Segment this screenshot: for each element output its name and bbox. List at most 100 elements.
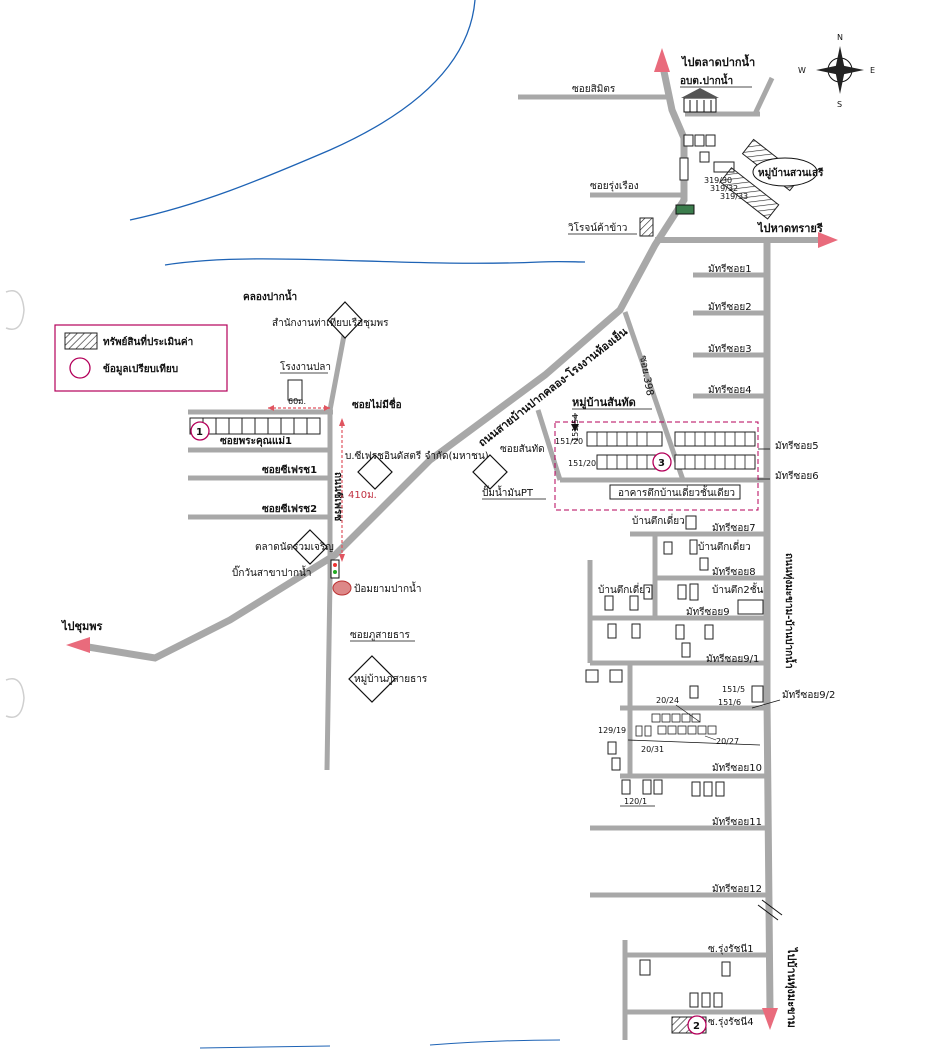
asset-1-buildings: 1 [189,417,321,441]
mattri-soi-label: มัทรีซอย4 [708,384,752,396]
obt-office: อบต.ปากน้ำ [680,73,752,113]
road-network [81,61,820,1040]
mattri-soi-label: มัทรีซอย12 [712,883,762,895]
plot-label: 120/1 [624,797,647,806]
mattri-soi-label: มัทรีซอย10 [712,762,762,774]
comparable-marker-1 [190,421,210,441]
plot-label: 319/33 [720,192,748,201]
sifresh-road-label: ถนนซีเฟรซ [332,472,344,521]
plot-label: 20/24 [656,696,679,705]
port-office: สำนักงานท่าเทียบเรือชุมพร [272,301,389,339]
dest-west-label: ไปชุมพร [60,619,102,634]
santhat-village: หมู่บ้านสันทัด 151/20 151/54 151/20 3 อา… [554,396,759,511]
compass-e: E [870,66,875,75]
soi-sifresh1-label: ซอยซีเฟรช1 [262,464,317,476]
mattri-soi-label: มัทรีซอย5 [775,440,819,452]
compass-rose: N S E W [798,33,875,109]
mattri-soi-label: มัทรีซอย2 [708,301,752,313]
legend-comparable-label: ข้อมูลเปรียบเทียบ [103,363,178,376]
plot-label: 151/20 [568,459,596,468]
suansoe-area: หมู่บ้านสวนเสรี 319/30 319/32 319/33 [675,134,824,220]
east-road-label: ถนนทุ่งมะขาม-บ้านปากน้ำ [783,553,797,669]
bigc-label: บิ๊กวันสาขาปากน้ำ [232,565,312,579]
soi-mai-mi-chue-label: ซอยไม่มีชื่อ [352,397,402,411]
market-label: ตลาดนัดรวมเจริญ [255,542,334,553]
dest-east-label: ไปหาดทรายรี [756,221,823,235]
plot-label: 129/19 [598,726,626,735]
canal-lines [129,0,586,1049]
single-house-label: บ้านตึกเดี่ยว [632,513,685,527]
soi-rungrueang-label: ซอยรุ่งเรือง [590,180,639,192]
mattri-soi-label: มัทรีซอย9/1 [706,653,759,665]
dest-south-label: ไปบ้านทุ่งมะขาม [784,946,799,1028]
pt-station: ปั๊มน้ำมันPT [472,454,546,500]
sifresh-company: บ.ซีเฟรชอินดัสตรี จำกัด(มหาชน) [345,450,489,490]
soi-santhat-label: ซอยสันทัด [500,444,545,455]
asset-2-buildings: 2 [671,1015,707,1035]
legend-asset-label: ทรัพย์สินที่ประเมินค่า [103,334,193,348]
mattri-soi-label: มัทรีซอย6 [775,470,819,482]
legend: ทรัพย์สินที่ประเมินค่า ข้อมูลเปรียบเทียบ [54,324,228,392]
marker-3-label: 3 [658,458,665,469]
plot-label: 151/20 [555,437,583,446]
obt-label: อบต.ปากน้ำ [680,73,733,87]
suansoe-label: หมู่บ้านสวนเสรี [758,167,824,180]
mattri-soi-label: มัทรีซอย11 [712,816,762,828]
plot-label: 151/6 [718,698,741,707]
pt-station-label: ปั๊มน้ำมันPT [482,485,534,499]
virot-label: วิโรจน์ค้าข้าว [568,221,628,234]
dest-north-label: ไปตลาดปากน้ำ [680,54,755,69]
soi-phusaithan-label: ซอยภูสายธาร [350,630,411,641]
compass-s: S [837,100,842,109]
soi-rungrat1-label: ซ.รุ่งรัชนี1 [708,943,754,955]
police-label: ป้อมยามปากน้ำ [354,581,421,595]
comparable-marker-3 [652,452,672,472]
phusaithan-label: หมู่บ้านภูสายธาร [354,673,428,685]
santhat-village-label: หมู่บ้านสันทัด [572,396,636,410]
sifresh-company-label: บ.ซีเฟรชอินดัสตรี จำกัด(มหาชน) [345,450,489,462]
soi398-label: ซอย.398 [637,355,655,397]
marker-1-label: 1 [196,427,203,438]
mattri-soi-label: มัทรีซอย9 [686,606,730,618]
diagonal-road-label: ถนนสายบ้านปากคลอง-โรงงานห้องเย็น [475,324,630,449]
canal-label: คลองปากน้ำ [243,289,297,303]
mattri-soi-label: มัทรีซอย1 [708,263,752,275]
fish-factory-label: โรงงานปลา [280,360,331,373]
distance-markers: 60ม. 410ม. [268,397,377,562]
soi-samit-label: ซอยสิมิตร [572,84,616,95]
legend-asset-swatch [64,332,98,350]
destination-arrows [66,48,838,1030]
mattri-soi-label: มัทรีซอย8 [712,566,756,578]
plot-label: 319/32 [710,184,738,193]
soi-rungrat4-label: ซ.รุ่งรัชนี4 [708,1016,754,1028]
legend-comparable-swatch [69,357,91,379]
two-storey-label: บ้านตึก2ชั้น [712,582,763,596]
shop-sign [675,204,695,215]
bridge-mark [757,899,783,921]
distance-60-label: 60ม. [288,397,306,406]
plot-label: 20/27 [716,737,739,746]
single-house-label: บ้านตึกเดี่ยว [698,539,751,553]
plot-label: 151/5 [722,685,745,694]
mattri-buildings: บ้านตึกเดี่ยว บ้านตึกเดี่ยว บ้านตึกเดี่ย… [585,513,764,1008]
phusaithan-village: หมู่บ้านภูสายธาร [348,655,428,703]
virot-rice-shop: วิโรจน์ค้าข้าว [568,217,654,237]
mattri-soi-label: มัทรีซอย7 [712,522,756,534]
binder-holes [5,290,25,718]
compass-n: N [837,33,843,42]
compass-w: W [798,66,806,75]
distance-410-label: 410ม. [348,490,377,501]
marker-2-label: 2 [693,1021,700,1032]
mattri-soi-labels: มัทรีซอย1 มัทรีซอย2 มัทรีซอย3 มัทรีซอย4 … [686,263,835,895]
plot-label: 20/31 [641,745,664,754]
single-house-label: บ้านตึกเดี่ยว [598,582,651,596]
plot-label: 151/54 [571,414,580,442]
mattri-soi-label: มัทรีซอย3 [708,343,752,355]
fish-factory: โรงงานปลา [280,360,331,401]
soi-phrakhunmae1-label: ซอยพระคุณแม่1 [220,435,292,447]
bigc-and-police: บิ๊กวันสาขาปากน้ำ ป้อมยามปากน้ำ [232,559,421,596]
comparable-marker-2 [687,1015,707,1035]
market: ตลาดนัดรวมเจริญ [255,529,334,565]
mattri-soi-label: มัทรีซอย9/2 [782,689,835,701]
